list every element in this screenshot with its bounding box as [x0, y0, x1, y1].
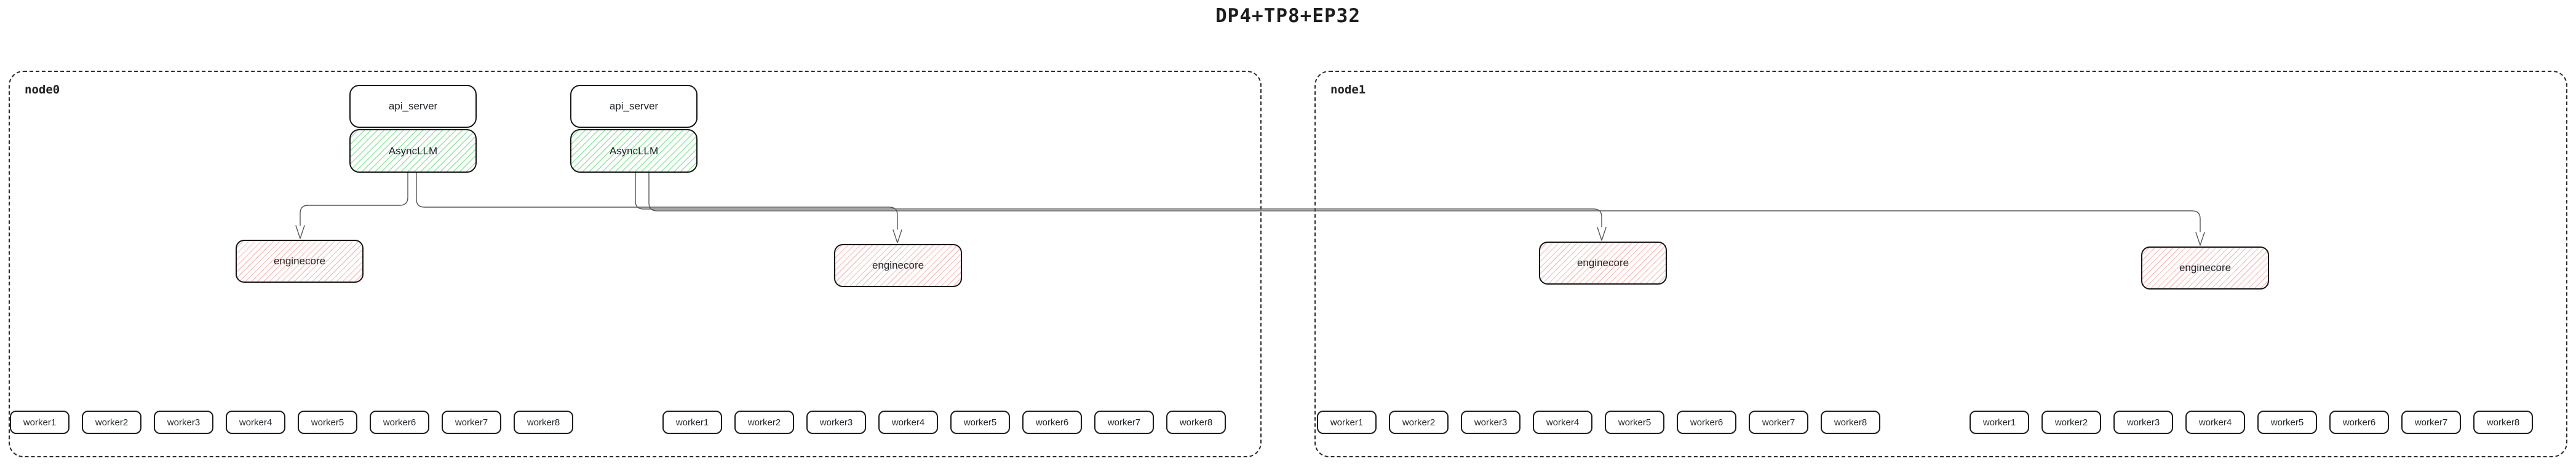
worker-box: worker4: [878, 411, 938, 434]
worker-box: worker7: [2401, 411, 2461, 434]
worker-box: worker8: [1821, 411, 1880, 434]
worker-box: worker8: [1166, 411, 1226, 434]
worker-group-1: worker1 worker2 worker3 worker4 worker5 …: [10, 411, 573, 434]
worker-group-2: worker1 worker2 worker3 worker4 worker5 …: [662, 411, 1226, 434]
worker-box: worker4: [226, 411, 285, 434]
api-server-box-2: api_server: [570, 85, 698, 128]
worker-box: worker3: [2113, 411, 2173, 434]
worker-box: worker3: [154, 411, 213, 434]
enginecore-box-1: enginecore: [236, 240, 364, 283]
worker-box: worker2: [734, 411, 794, 434]
worker-box: worker3: [806, 411, 866, 434]
worker-box: worker6: [2329, 411, 2389, 434]
worker-box: worker2: [82, 411, 141, 434]
worker-box: worker1: [1317, 411, 1377, 434]
worker-box: worker8: [2473, 411, 2533, 434]
worker-box: worker6: [370, 411, 429, 434]
worker-box: worker4: [2185, 411, 2245, 434]
asyncllm-box-2: AsyncLLM: [570, 129, 698, 173]
worker-box: worker7: [1094, 411, 1154, 434]
node0-label: node0: [25, 83, 60, 97]
worker-box: worker8: [514, 411, 573, 434]
worker-box: worker1: [662, 411, 722, 434]
worker-group-3: worker1 worker2 worker3 worker4 worker5 …: [1317, 411, 1880, 434]
worker-box: worker7: [1749, 411, 1808, 434]
worker-box: worker5: [298, 411, 357, 434]
worker-box: worker2: [1389, 411, 1449, 434]
worker-box: worker1: [10, 411, 70, 434]
worker-box: worker5: [950, 411, 1010, 434]
worker-box: worker4: [1533, 411, 1592, 434]
worker-box: worker6: [1022, 411, 1082, 434]
worker-box: worker7: [442, 411, 501, 434]
worker-box: worker1: [1970, 411, 2029, 434]
enginecore-box-3: enginecore: [1539, 242, 1667, 285]
asyncllm-box-1: AsyncLLM: [349, 129, 477, 173]
node1-container: node1: [1314, 71, 2567, 457]
diagram-title: DP4+TP8+EP32: [1215, 5, 1361, 27]
worker-box: worker2: [2041, 411, 2101, 434]
worker-box: worker5: [1605, 411, 1664, 434]
node0-container: node0: [9, 71, 1262, 457]
api-server-box-1: api_server: [349, 85, 477, 128]
enginecore-box-4: enginecore: [2141, 246, 2269, 290]
worker-box: worker6: [1677, 411, 1736, 434]
enginecore-box-2: enginecore: [834, 244, 962, 287]
worker-group-4: worker1 worker2 worker3 worker4 worker5 …: [1970, 411, 2533, 434]
node1-label: node1: [1330, 83, 1366, 97]
worker-box: worker5: [2257, 411, 2317, 434]
worker-box: worker3: [1461, 411, 1521, 434]
